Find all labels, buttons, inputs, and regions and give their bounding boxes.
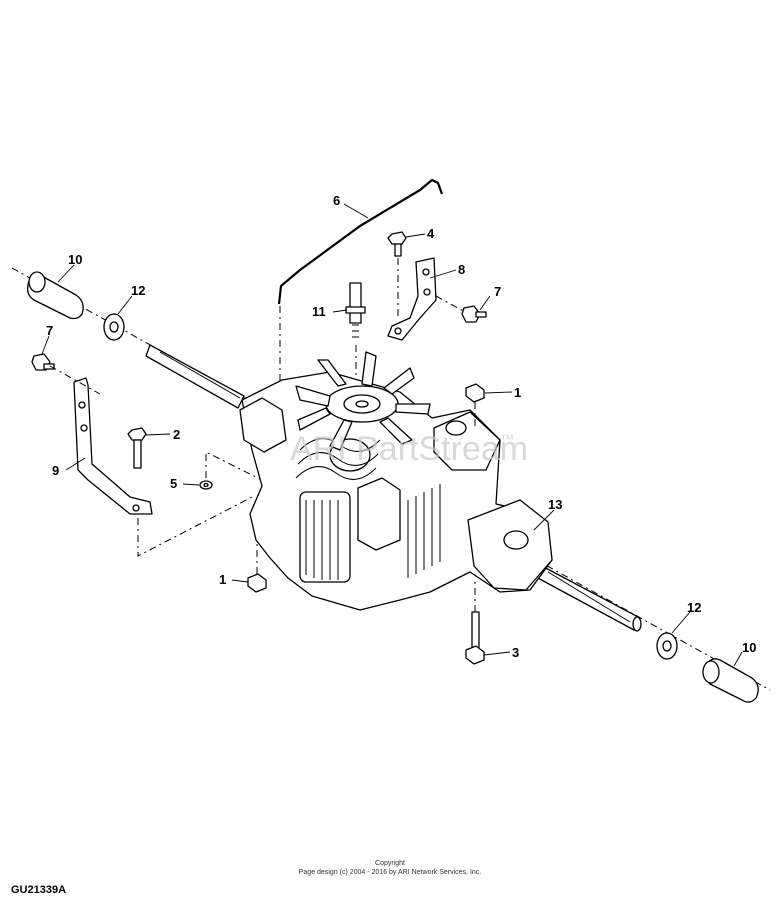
nut-bottom	[247, 573, 267, 593]
control-rod	[277, 178, 444, 305]
nut-top	[465, 383, 485, 403]
callout-12-left: 12	[131, 283, 145, 298]
callout-13: 13	[548, 497, 562, 512]
callout-1-top: 1	[514, 385, 521, 400]
stud-bolt	[345, 282, 366, 338]
washer-right	[656, 632, 678, 660]
callout-10-right: 10	[742, 640, 756, 655]
callout-10-left: 10	[68, 252, 82, 267]
bolt-top	[387, 231, 407, 257]
spacer-tube-left	[26, 271, 84, 320]
callout-7-left: 7	[46, 323, 53, 338]
bolt-left	[127, 427, 147, 469]
right-axle-shaft	[535, 564, 642, 632]
callout-1-bottom: 1	[219, 572, 226, 587]
screw-left-guide-line	[49, 365, 101, 395]
bolt-bottom	[465, 611, 485, 665]
callout-5: 5	[170, 476, 177, 491]
callout-6: 6	[333, 193, 340, 208]
cooling-fan	[295, 351, 431, 451]
bracket-guide-line	[137, 495, 255, 557]
copyright-notice: Page design (c) 2004 - 2016 by ARI Netwo…	[298, 869, 482, 876]
callout-4: 4	[427, 226, 435, 241]
washer-left	[103, 313, 125, 341]
callout-11: 11	[312, 304, 326, 319]
screw-right-guide-line	[435, 295, 466, 313]
spacer-tube-right	[702, 658, 759, 703]
callout-7-right: 7	[494, 284, 501, 299]
watermark-text: ARI PartStream	[290, 430, 528, 468]
watermark-tm: ™	[500, 431, 514, 447]
bracket-right	[387, 257, 437, 341]
callout-2: 2	[173, 427, 180, 442]
small-washer	[199, 480, 213, 490]
transaxle-housing	[239, 371, 553, 611]
bracket-left	[73, 377, 153, 515]
callout-3: 3	[512, 645, 519, 660]
copyright-label: Copyright	[375, 860, 405, 867]
callout-9: 9	[52, 463, 59, 478]
left-axle-shaft	[145, 344, 245, 409]
screw-left	[31, 353, 55, 371]
callout-8: 8	[458, 262, 465, 277]
screw-right	[461, 305, 487, 323]
callout-12-right: 12	[687, 600, 701, 615]
figure-id: GU21339A	[11, 884, 67, 896]
